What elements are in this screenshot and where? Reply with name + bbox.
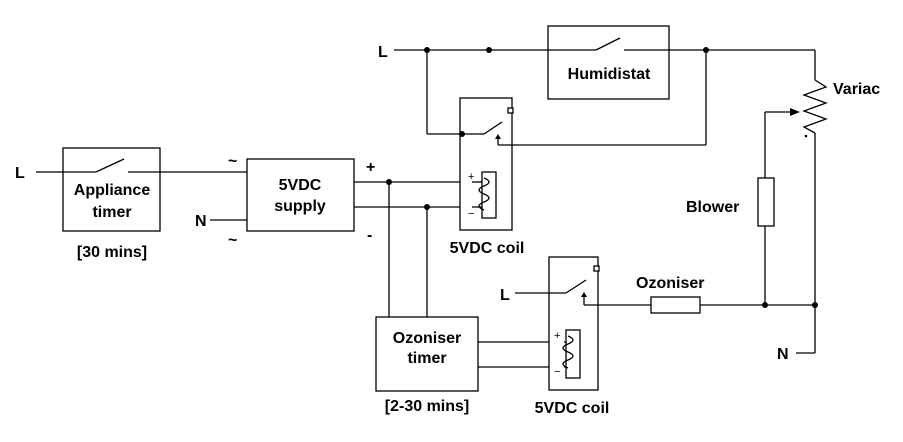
bottom-relay-contact — [565, 279, 587, 294]
top-relay: + − 5VDC coil — [450, 97, 525, 257]
top-relay-label: 5VDC coil — [450, 240, 525, 257]
ozoniser-timer-box — [375, 316, 479, 392]
humidistat-box — [547, 25, 670, 100]
top-relay-contact — [483, 121, 503, 135]
blower-label: Blower — [686, 199, 739, 216]
appliance-timer-duration: [30 mins] — [77, 244, 147, 261]
humidistat-switch — [595, 37, 621, 51]
dc-supply: 5VDC supply ~ ~ + - — [228, 153, 375, 249]
bottom-relay-label: 5VDC coil — [535, 400, 610, 417]
blower: Blower — [686, 112, 775, 305]
supply-plus-label: + — [366, 159, 375, 176]
junction-dot — [459, 131, 465, 137]
ozoniser-resistor — [650, 296, 701, 314]
top-relay-plus: + — [468, 171, 474, 183]
top-line-terminal: L — [378, 44, 388, 61]
ac-symbol-top: ~ — [228, 153, 237, 170]
appliance-line-terminal: L — [15, 165, 25, 182]
junction-dot — [762, 302, 768, 308]
supply-neutral-terminal: N — [195, 213, 207, 230]
top-relay-coil — [481, 171, 497, 219]
dc-supply-label-1: 5VDC — [279, 177, 322, 194]
variac: Variac — [765, 50, 880, 305]
dc-supply-box — [246, 158, 355, 232]
neutral-terminal: N — [777, 346, 789, 363]
humidistat-label: Humidistat — [568, 66, 651, 83]
appliance-timer-label-1: Appliance — [74, 182, 151, 199]
bottom-relay: + − 5VDC coil — [535, 256, 610, 417]
ozoniser: Ozoniser — [636, 275, 704, 314]
bottom-relay-coil — [565, 329, 581, 379]
bottom-relay-minus: − — [554, 366, 560, 378]
ozoniser-timer-label-2: timer — [407, 350, 446, 367]
appliance-timer: Appliance timer [30 mins] — [36, 147, 247, 261]
humidistat: Humidistat — [547, 25, 670, 100]
variac-label: Variac — [833, 81, 880, 98]
ozoniser-timer-label-1: Ozoniser — [393, 330, 461, 347]
ozoniser-timer: Ozoniser timer [2-30 mins] — [375, 316, 479, 415]
ozoniser-label: Ozoniser — [636, 275, 704, 292]
blower-resistor — [757, 177, 775, 227]
ac-symbol-bottom: ~ — [228, 232, 237, 249]
ozoniser-timer-duration: [2-30 mins] — [385, 398, 469, 415]
appliance-timer-switch — [95, 158, 125, 173]
supply-minus-label: - — [367, 227, 372, 244]
junction-dot — [486, 47, 492, 53]
bottom-relay-plus: + — [554, 330, 560, 342]
bottom-line-terminal: L — [500, 287, 510, 304]
appliance-timer-label-2: timer — [92, 204, 131, 221]
top-relay-minus: − — [468, 208, 474, 220]
dc-supply-label-2: supply — [274, 198, 326, 215]
appliance-timer-box — [62, 147, 161, 232]
